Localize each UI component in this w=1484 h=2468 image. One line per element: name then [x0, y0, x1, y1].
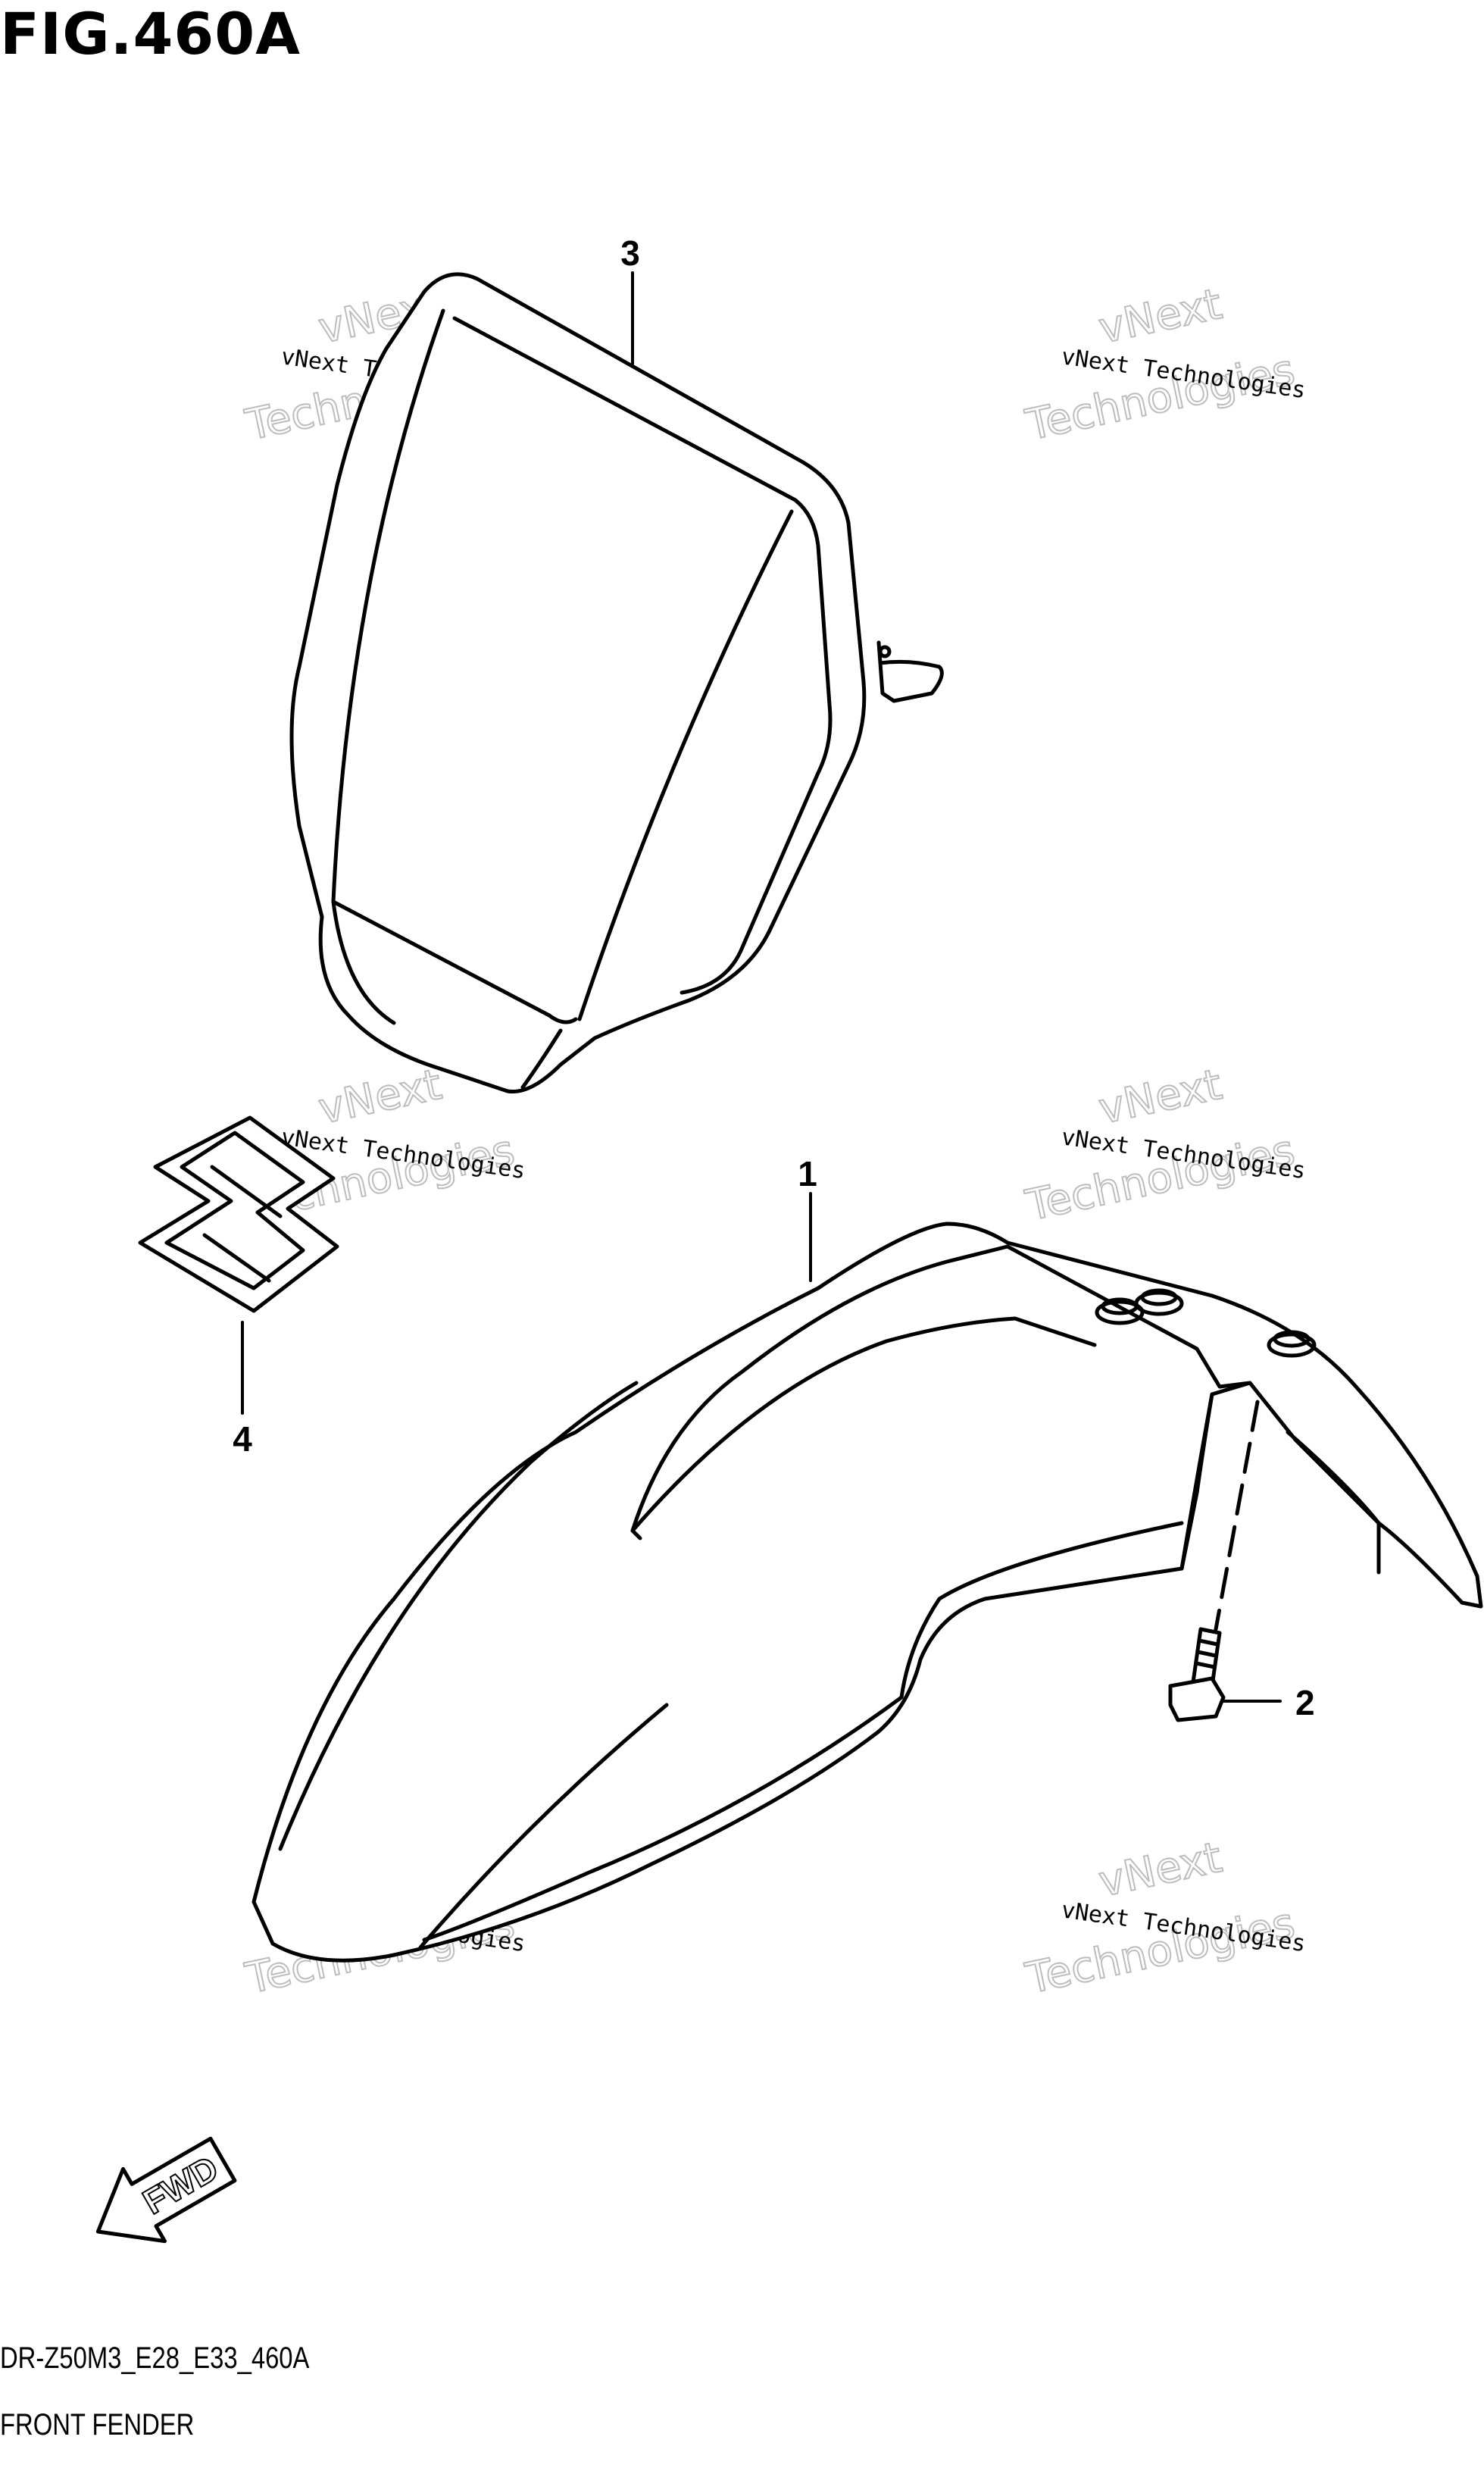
fwd-arrow-icon: FWD [95, 2136, 237, 2244]
figure-title: FIG.460A [0, 0, 301, 67]
callout-2: 2 [1295, 1683, 1315, 1722]
part-3-number-plate [289, 272, 944, 1094]
watermark-big-2a: vNext [1095, 280, 1226, 354]
part-2-bolt [1168, 1400, 1260, 1722]
watermark-big-3a: vNext [314, 1060, 446, 1134]
model-code: DR-Z50M3_E28_E33_460A [0, 2341, 310, 2375]
leader-lines [241, 271, 1282, 1703]
section-name: FRONT FENDER [0, 2408, 195, 2441]
callout-1: 1 [798, 1154, 817, 1193]
watermark-big-6a: vNext [1095, 1833, 1226, 1907]
part-4-emblem-sticker [138, 1115, 339, 1313]
callout-4: 4 [233, 1419, 252, 1459]
callout-3: 3 [620, 233, 640, 273]
part-1-front-fender [251, 1221, 1483, 1963]
watermark-big-4a: vNext [1095, 1060, 1226, 1134]
